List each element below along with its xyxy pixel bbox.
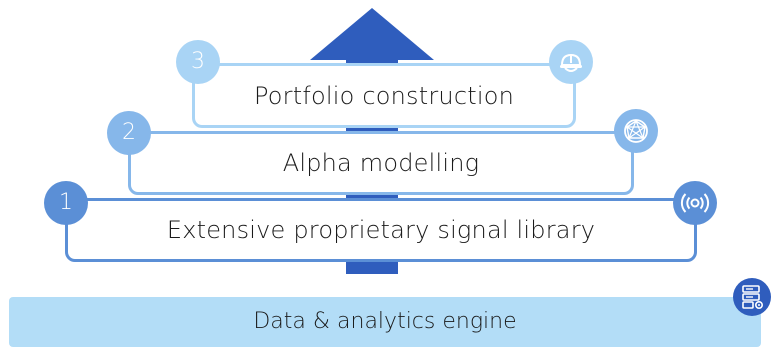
server-settings-icon bbox=[733, 278, 771, 316]
up-arrow-head bbox=[310, 8, 434, 60]
data-analytics-engine-bar bbox=[9, 297, 761, 347]
tier-label: Extensive proprietary signal library bbox=[166, 216, 596, 244]
tier-number-badge: 3 bbox=[176, 40, 220, 84]
tier-alpha-modelling: Alpha modelling bbox=[128, 131, 634, 195]
tier-label: Portfolio construction bbox=[253, 82, 514, 110]
spine-segment-bottom bbox=[346, 262, 398, 274]
broadcast-signal-icon bbox=[673, 181, 717, 225]
tier-signal-library: Extensive proprietary signal library bbox=[65, 198, 697, 262]
network-globe-icon bbox=[614, 109, 658, 153]
tier-number-badge: 1 bbox=[44, 181, 88, 225]
engine-label: Data & analytics engine bbox=[253, 309, 517, 334]
hard-hat-icon bbox=[549, 40, 593, 84]
tier-label: Alpha modelling bbox=[282, 149, 480, 177]
tier-portfolio-construction: Portfolio construction bbox=[192, 63, 576, 128]
tier-number-badge: 2 bbox=[107, 111, 151, 155]
